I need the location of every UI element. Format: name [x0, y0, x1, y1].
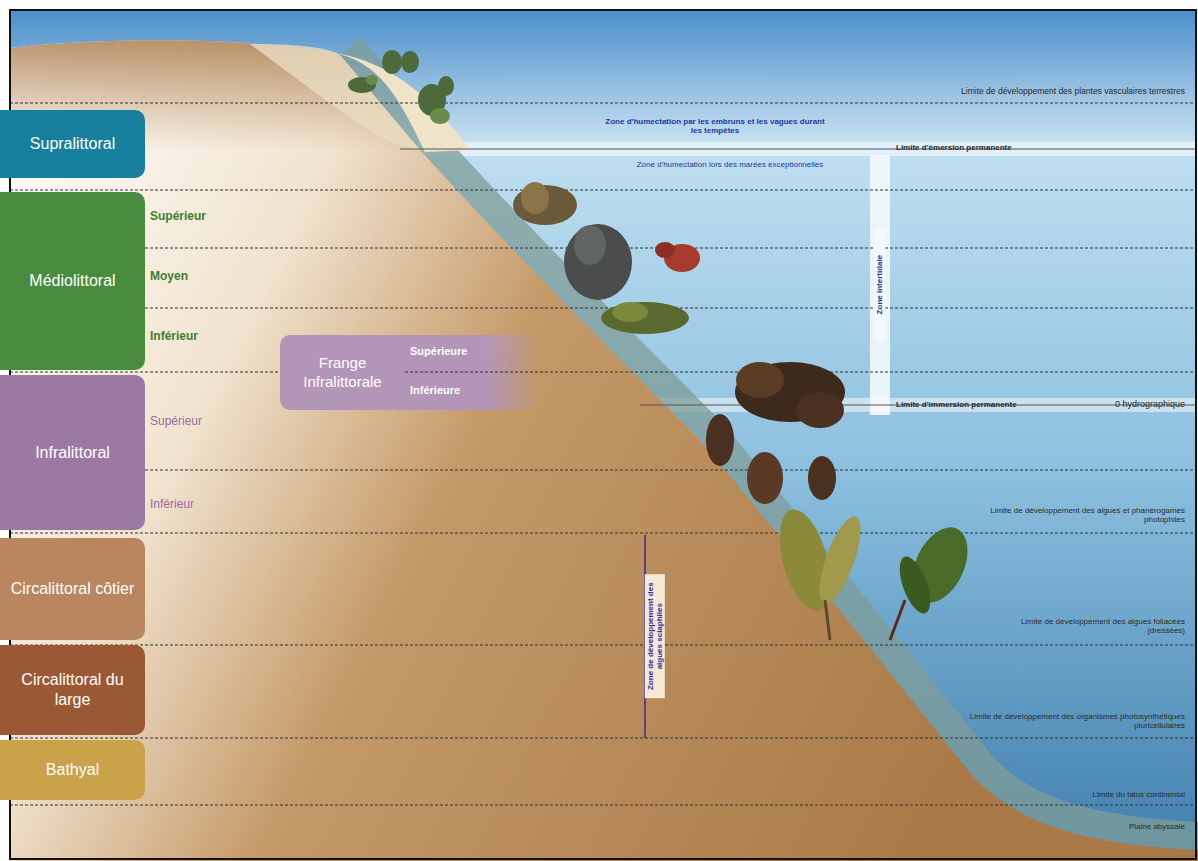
- limit-note: Limite de développement des algues folia…: [985, 617, 1185, 635]
- limit-note: Limite de développement des plantes vasc…: [961, 87, 1185, 97]
- zone-note: Zone d'humectation par les embruns et le…: [600, 117, 830, 135]
- fringe-band: Frange Infralittorale: [280, 335, 405, 410]
- limit-note: Limite du talus continental: [1093, 790, 1186, 799]
- sublevel-label: Inférieure: [410, 384, 460, 397]
- zone-name: Bathyal: [46, 760, 99, 780]
- limit-note: Limite d'émersion permanente: [896, 143, 1012, 152]
- limit-note: Limite de développement des algues et ph…: [985, 506, 1185, 524]
- zone-name: Supralittoral: [30, 134, 115, 154]
- zone-name: Infralittoral: [35, 443, 110, 463]
- zone-name: Circalittoral du large: [8, 670, 137, 710]
- zone-band: Circalittoral du large: [0, 645, 145, 735]
- sublevel-label: Moyen: [150, 270, 188, 284]
- sublevel-label: Supérieur: [150, 415, 202, 429]
- sublevel-label: Supérieur: [150, 210, 206, 224]
- limit-note: Plaine abyssale: [1129, 822, 1185, 831]
- limit-note: Limite de développement des organismes p…: [955, 712, 1185, 730]
- zone-name: Frange Infralittorale: [288, 354, 397, 392]
- zone-note: Zone intertidale: [874, 228, 885, 342]
- zone-band: Supralittoral: [0, 110, 145, 178]
- sublevel-label: Supérieure: [410, 345, 467, 358]
- zone-note: Zone de développement des algues sciaphi…: [645, 574, 665, 698]
- zone-band: Médiolittoral: [0, 192, 145, 370]
- zone-note: Zone d'humectation lors des marées excep…: [630, 160, 830, 169]
- zone-band: Bathyal: [0, 740, 145, 800]
- zone-band: Circalittoral côtier: [0, 538, 145, 640]
- sublevel-label: Inférieur: [150, 498, 194, 512]
- zone-name: Médiolittoral: [29, 271, 115, 291]
- zone-band: Infralittoral: [0, 375, 145, 530]
- limit-note: Limite d'immersion permanente: [896, 400, 1017, 409]
- sublevel-label: Inférieur: [150, 330, 198, 344]
- zone-name: Circalittoral côtier: [11, 579, 135, 599]
- datum-label: 0 hydrographique: [1115, 399, 1185, 409]
